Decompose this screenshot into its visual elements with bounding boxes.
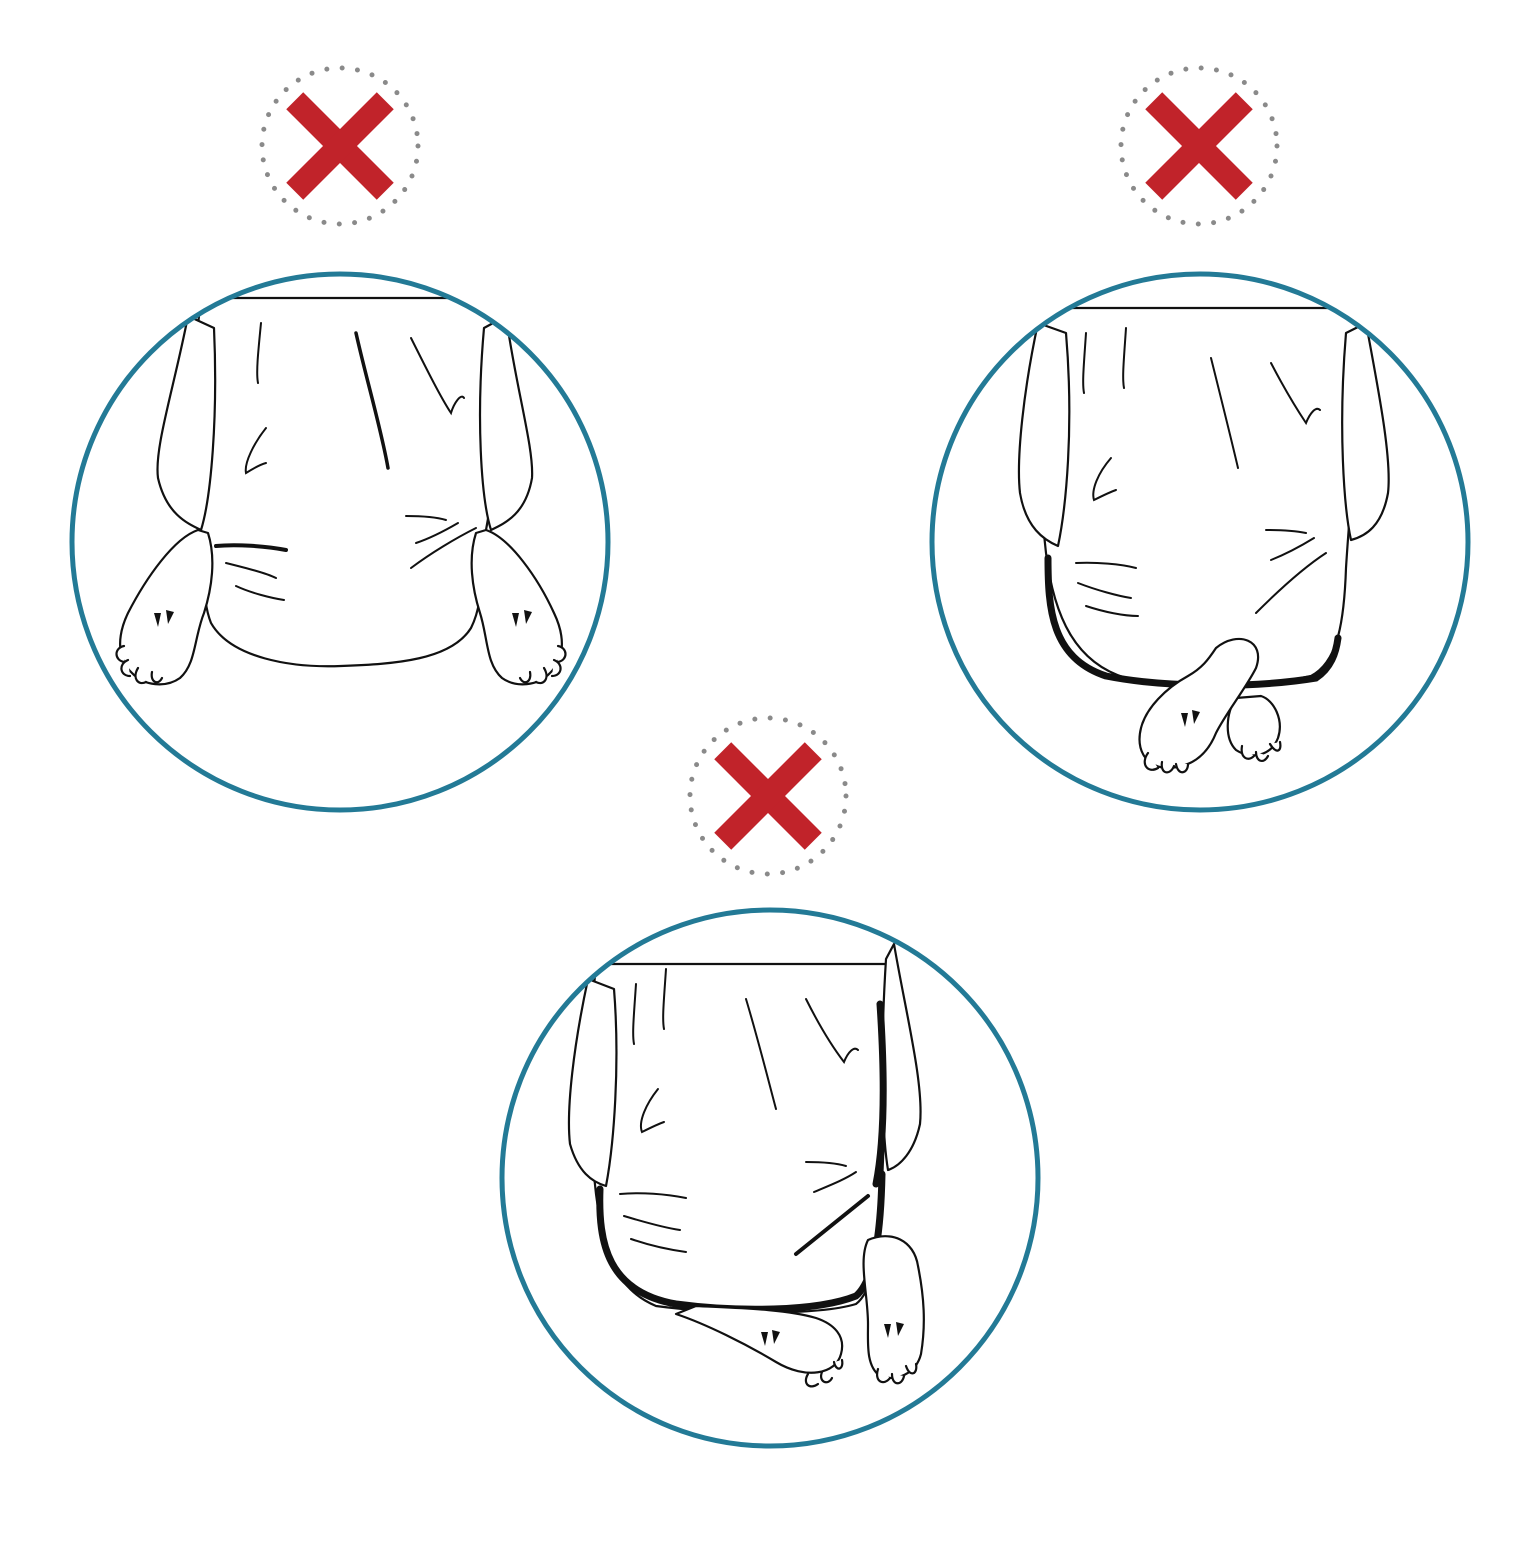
- illustration-panel-1: [66, 268, 614, 816]
- incorrect-badge-1: [258, 64, 422, 228]
- cross-mark-icon: [259, 65, 421, 227]
- illustration-panel-2: [926, 268, 1474, 816]
- incorrect-badge-2: [1117, 64, 1281, 228]
- baby-sleep-sack-illustration: [115, 296, 567, 686]
- incorrect-badge-3: [686, 714, 850, 878]
- baby-sleep-sack-illustration: [567, 942, 925, 1388]
- cross-mark-icon: [687, 715, 849, 877]
- baby-sleep-sack-illustration: [1017, 306, 1390, 774]
- illustration-panel-3: [496, 904, 1044, 1452]
- cross-mark-icon: [1118, 65, 1280, 227]
